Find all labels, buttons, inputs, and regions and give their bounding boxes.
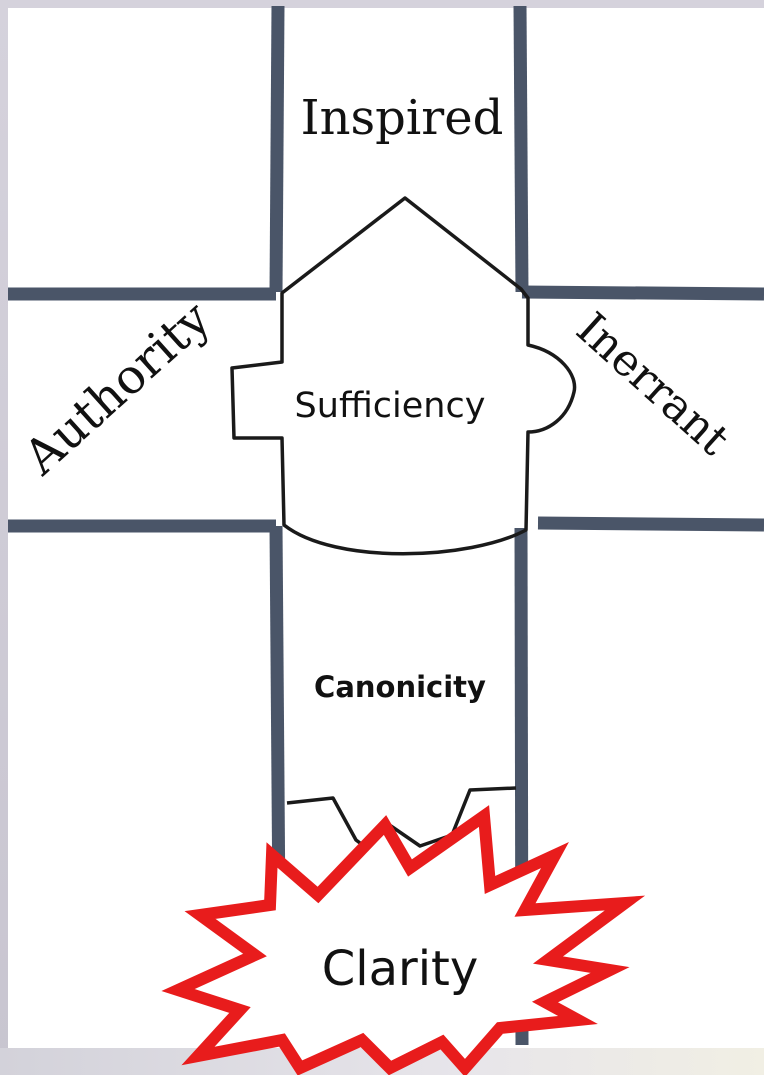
label-inspired: Inspired [301,90,504,146]
wall-top-right-horizontal [521,285,764,301]
label-inerrant: Inerrant [566,303,739,466]
label-sufficiency: Sufficiency [295,386,486,426]
channel-walls [8,5,764,1046]
label-canonicity: Canonicity [314,670,486,704]
label-clarity: Clarity [322,941,479,997]
label-authority: Authority [13,291,222,487]
clarity-burst-shape [161,805,646,1075]
wall-upper-left [269,5,285,293]
wall-bottom-right-horizontal [537,516,764,532]
sufficiency-outline [230,196,577,556]
wall-upper-right [513,5,529,293]
